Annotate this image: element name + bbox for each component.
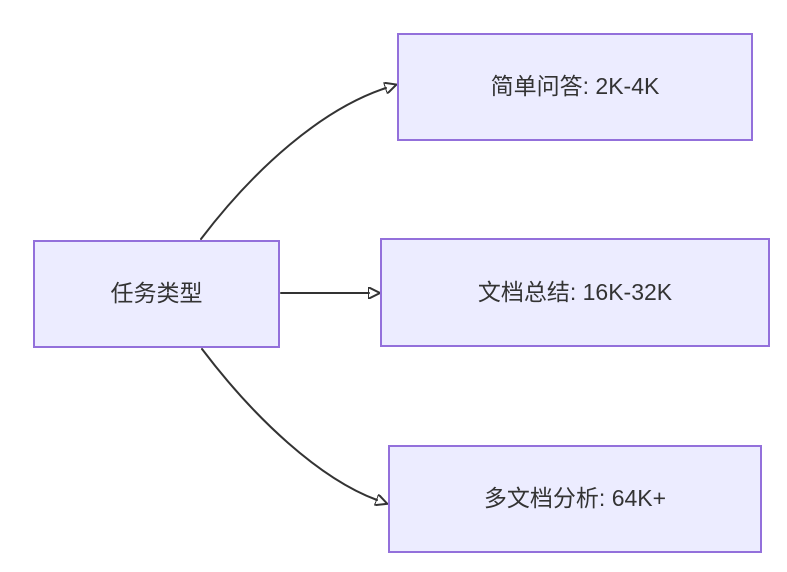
node-simple-qa: 简单问答: 2K-4K [397,33,753,141]
node-multi-doc: 多文档分析: 64K+ [388,445,762,553]
node-multi-doc-label: 多文档分析: 64K+ [483,485,667,512]
node-task-type: 任务类型 [33,240,280,348]
node-doc-summary: 文档总结: 16K-32K [380,238,770,347]
edge-task-type-to-multi-doc [201,348,377,500]
node-task-type-label: 任务类型 [110,280,203,307]
edge-task-type-to-simple-qa [200,88,386,240]
node-simple-qa-label: 简单问答: 2K-4K [490,73,660,100]
node-doc-summary-label: 文档总结: 16K-32K [477,278,673,305]
